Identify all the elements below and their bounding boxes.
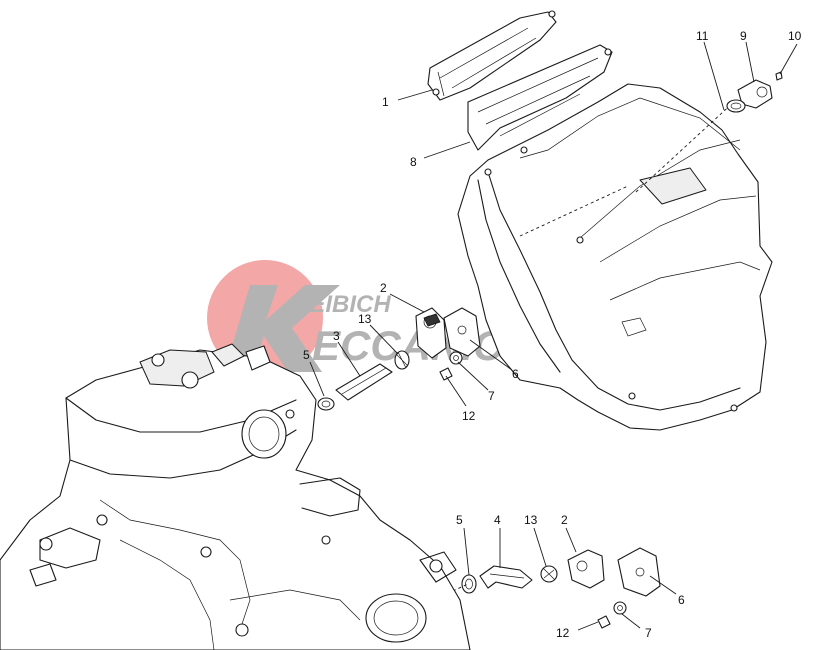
airbox-cover bbox=[457, 83, 773, 431]
callout-10: 10 bbox=[788, 29, 802, 43]
part-10-screw bbox=[775, 71, 783, 81]
callout-2-lower: 2 bbox=[561, 513, 568, 527]
callout-3: 3 bbox=[333, 329, 340, 343]
part-3-hose-upper bbox=[335, 363, 393, 401]
callout-13-upper: 13 bbox=[358, 312, 372, 326]
callout-5-upper: 5 bbox=[303, 348, 310, 362]
part-7-washer-upper bbox=[449, 351, 463, 365]
watermark-text-top: REIBICH bbox=[292, 291, 391, 318]
part-5-sleeve-lower bbox=[461, 574, 477, 594]
callout-5-lower: 5 bbox=[456, 513, 463, 527]
engine-block bbox=[0, 343, 471, 650]
callout-4: 4 bbox=[494, 513, 501, 527]
callout-labels: 1 8 11 9 10 2 13 3 5 12 7 6 5 4 13 2 6 7… bbox=[303, 29, 802, 640]
callout-6-upper: 6 bbox=[512, 367, 519, 381]
part-7-washer-lower bbox=[613, 601, 627, 615]
part-4-hose-lower bbox=[479, 565, 533, 589]
callout-7-lower: 7 bbox=[645, 626, 652, 640]
part-2-fitting-lower bbox=[567, 549, 605, 589]
callout-9: 9 bbox=[740, 29, 747, 43]
leader-lines bbox=[309, 41, 798, 631]
part-11-seal bbox=[726, 99, 746, 113]
callout-6-lower: 6 bbox=[678, 593, 685, 607]
callout-13-lower: 13 bbox=[524, 513, 538, 527]
part-2-fitting-upper bbox=[415, 307, 447, 359]
part-6-bracket-lower bbox=[617, 547, 661, 597]
callout-12-lower: 12 bbox=[556, 626, 570, 640]
part-8-bracket bbox=[467, 44, 613, 151]
callout-2-upper: 2 bbox=[380, 281, 387, 295]
part-12-screw-lower bbox=[597, 615, 611, 629]
callout-8: 8 bbox=[410, 155, 417, 169]
part-5-sleeve-upper bbox=[317, 397, 335, 411]
part-1-bracket bbox=[427, 10, 557, 101]
part-6-bracket-upper bbox=[443, 307, 481, 357]
part-12-screw-upper bbox=[439, 367, 453, 381]
callout-1: 1 bbox=[382, 95, 389, 109]
part-13-clamp-upper bbox=[394, 350, 410, 370]
assembly-guide-line bbox=[441, 583, 469, 597]
callout-11: 11 bbox=[696, 29, 709, 43]
part-13-clamp-lower bbox=[540, 565, 558, 583]
callout-12-upper: 12 bbox=[462, 409, 476, 423]
callout-7-upper: 7 bbox=[488, 389, 495, 403]
